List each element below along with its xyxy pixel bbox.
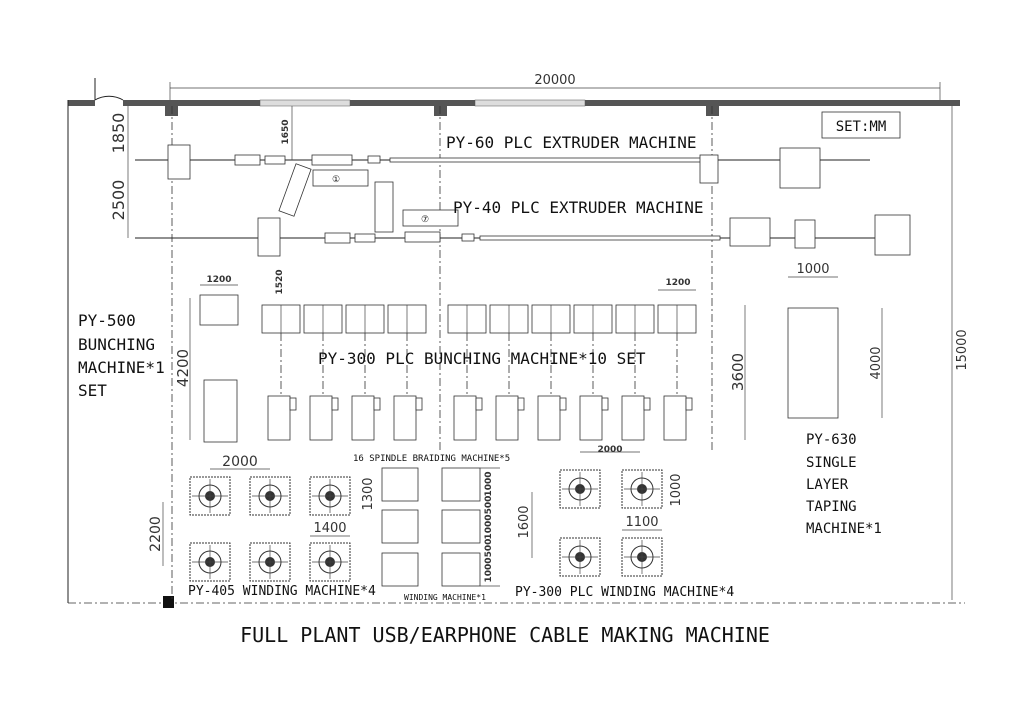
bunching-machine — [495, 395, 519, 441]
svg-text:1000: 1000 — [796, 262, 829, 277]
drawing-title: FULL PLANT USB/EARPHONE CABLE MAKING MAC… — [240, 623, 770, 647]
svg-text:2200: 2200 — [148, 516, 164, 552]
taping-area: 1000 4000 PY-630 SINGLE LAYER TAPING MAC… — [787, 262, 884, 537]
svg-text:1520: 1520 — [275, 269, 285, 294]
svg-text:500: 500 — [484, 496, 494, 515]
svg-text:4000: 4000 — [869, 346, 884, 379]
svg-text:1000: 1000 — [669, 473, 684, 506]
svg-text:1850: 1850 — [109, 113, 128, 154]
label-py405-winding: PY-405 WINDING MACHINE*4 — [188, 584, 376, 599]
label-py300-bunching: PY-300 PLC BUNCHING MACHINE*10 SET — [318, 349, 646, 368]
units-box: SET:MM — [821, 111, 901, 139]
dim-total-depth: 15000 — [951, 106, 970, 600]
svg-text:2000: 2000 — [597, 445, 622, 455]
svg-text:1100: 1100 — [625, 515, 658, 530]
label-py40-extruder: PY-40 PLC EXTRUDER MACHINE — [453, 198, 703, 217]
label-py60-extruder: PY-60 PLC EXTRUDER MACHINE — [446, 133, 696, 152]
building-walls — [67, 78, 965, 608]
svg-text:1650: 1650 — [281, 119, 291, 144]
extruder-lines: 1850 2500 1650 ① ⑦ PY-60 PLC EXTRUDER MA… — [109, 106, 911, 257]
bunching-machine — [393, 395, 417, 441]
winding-machine — [621, 537, 663, 577]
svg-text:1200: 1200 — [665, 278, 690, 288]
svg-text:15000: 15000 — [955, 329, 970, 370]
svg-text:SET:MM: SET:MM — [836, 119, 887, 135]
bunching-machine — [267, 395, 291, 441]
bunching-machine — [309, 395, 333, 441]
winding-machine — [249, 476, 291, 516]
bunching-machine — [453, 395, 477, 441]
winding-machine — [189, 542, 231, 582]
winding-machine — [621, 469, 663, 509]
svg-text:1300: 1300 — [361, 477, 376, 510]
svg-text:⑦: ⑦ — [421, 215, 429, 225]
svg-text:20000: 20000 — [534, 73, 575, 88]
bunching-machine — [537, 395, 561, 441]
svg-text:2000: 2000 — [222, 454, 258, 470]
winding-machine — [309, 476, 351, 516]
svg-text:3600: 3600 — [729, 353, 747, 391]
svg-text:1400: 1400 — [313, 521, 346, 536]
bunching-area: 1200 4200 1520 1200 3600 PY-300 PLC BUNC… — [78, 269, 747, 443]
bunching-machine — [621, 395, 645, 441]
winding-area: 2000 2200 1300 1400 16 SPINDLE BRAIDING … — [148, 445, 734, 602]
winding-machine — [559, 469, 601, 509]
svg-text:1600: 1600 — [517, 505, 532, 538]
svg-text:500: 500 — [484, 539, 494, 558]
dim-total-width: 20000 — [169, 73, 941, 100]
door-arc — [94, 95, 124, 101]
svg-text:1000: 1000 — [484, 514, 494, 539]
svg-text:1200: 1200 — [206, 275, 231, 285]
column-marker — [163, 596, 174, 608]
svg-text:①: ① — [332, 175, 340, 185]
bunching-machine — [579, 395, 603, 441]
label-braiding: 16 SPINDLE BRAIDING MACHINE*5 — [353, 454, 510, 464]
bunching-machine — [663, 395, 687, 441]
label-winding-1: WINDING MACHINE*1 — [404, 593, 486, 602]
winding-machine — [309, 542, 351, 582]
label-py500-bunching: PY-500 BUNCHING MACHINE*1 SET — [78, 311, 174, 400]
winding-machine — [249, 542, 291, 582]
svg-text:2500: 2500 — [109, 180, 128, 221]
winding-machine — [189, 476, 231, 516]
svg-text:1000: 1000 — [484, 471, 494, 496]
label-py300-winding: PY-300 PLC WINDING MACHINE*4 — [515, 585, 734, 600]
winding-machine — [559, 537, 601, 577]
bunching-machine — [351, 395, 375, 441]
svg-text:1000: 1000 — [484, 557, 494, 582]
label-py630-taping: PY-630 SINGLE LAYER TAPING MACHINE*1 — [806, 432, 882, 537]
svg-text:4200: 4200 — [174, 349, 192, 387]
